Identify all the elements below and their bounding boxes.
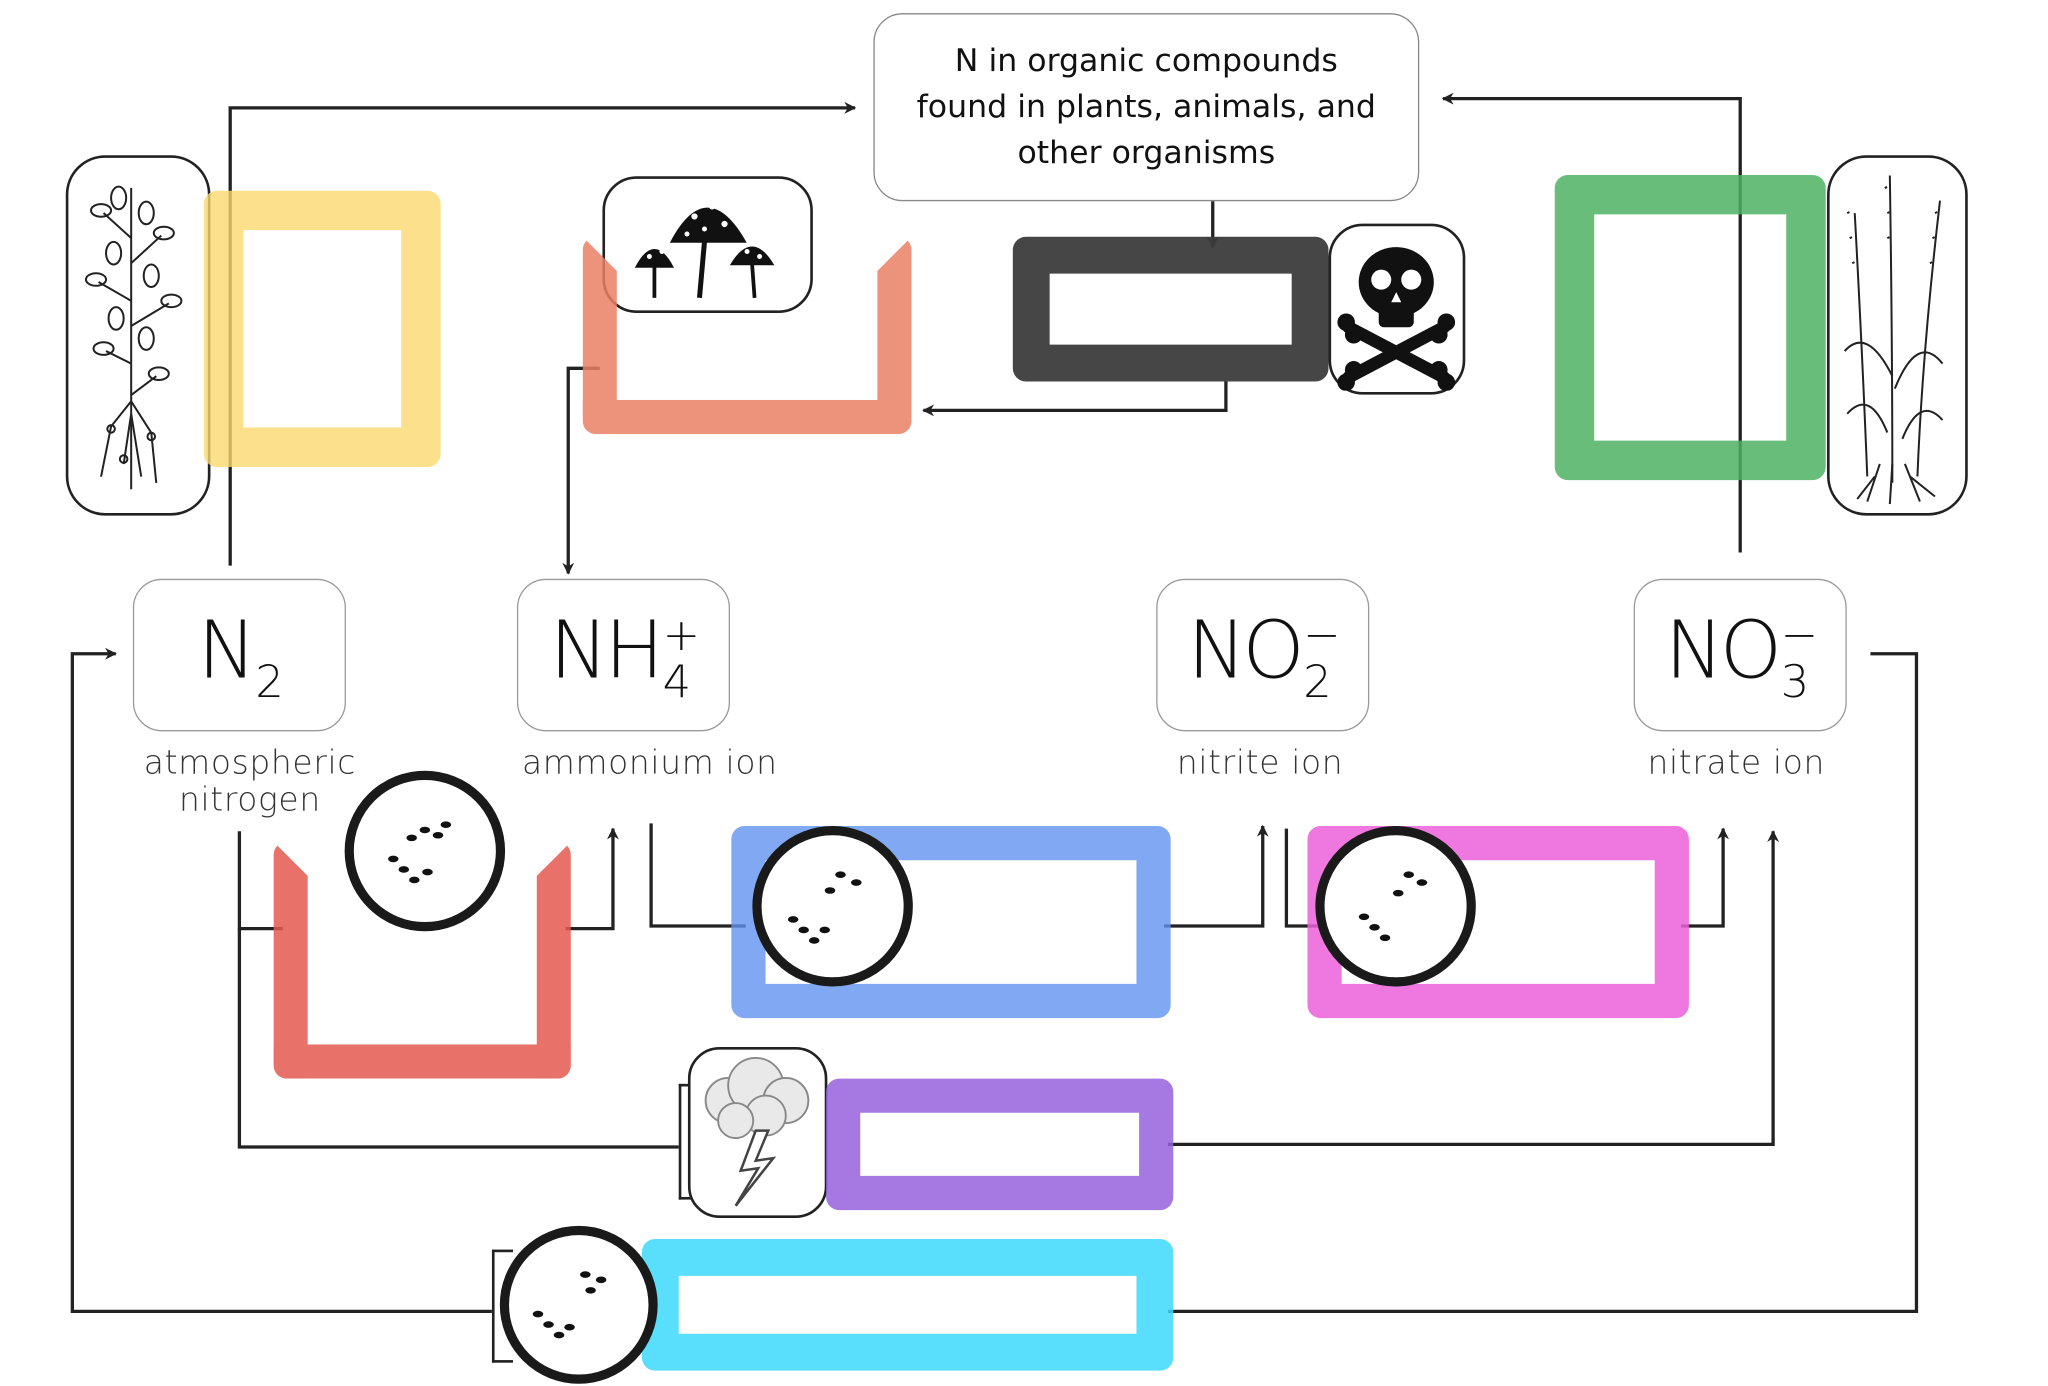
bacteria-icon <box>532 1271 607 1339</box>
nh4-sub: 4 <box>662 656 692 709</box>
no2-caption: nitrite ion <box>1176 743 1344 782</box>
bacteria-circle-nitrifying-2 <box>1315 826 1476 987</box>
mushroom-icon <box>634 203 775 299</box>
lightning-cloud-icon <box>704 1056 810 1207</box>
no2-symbol: NO <box>1187 605 1304 698</box>
no3-to-denitrify-line <box>1168 652 1919 1314</box>
organic-line-1: N in organic compounds <box>954 42 1338 79</box>
n2-caption-line-1: atmospheric <box>143 743 357 782</box>
blank-salmon[interactable] <box>582 236 912 435</box>
no3-caption: nitrate ion <box>1647 743 1825 782</box>
no3-sub: 3 <box>1780 656 1810 709</box>
bacteria-circle-denitrifying <box>499 1225 658 1384</box>
nitrifying-to-no2-arrow <box>1164 824 1269 928</box>
lightning-to-no3-arrow <box>1168 830 1780 1146</box>
organic-line-3: other organisms <box>1017 134 1276 171</box>
blank-red[interactable] <box>273 841 571 1079</box>
no2-sup: − <box>1303 609 1341 662</box>
no2-sub: 2 <box>1303 656 1332 709</box>
mushroom-panel <box>602 176 813 314</box>
blank-cyan[interactable] <box>641 1239 1174 1371</box>
no3-sup: − <box>1780 609 1819 662</box>
n2-node: N 2 <box>132 578 346 732</box>
n2-sub: 2 <box>255 656 284 709</box>
blank-green[interactable] <box>1554 174 1826 481</box>
denitrify-to-n2-arrow <box>70 647 492 1314</box>
bacteria-icon <box>787 871 862 944</box>
nh4-sup: + <box>662 609 701 662</box>
n2-sup <box>255 614 283 659</box>
nh4-node: NH +4 <box>516 578 731 732</box>
no2-node: NO −2 <box>1156 578 1370 732</box>
organic-nitrogen-box: N in organic compounds found in plants, … <box>873 13 1420 202</box>
legume-plant-panel <box>65 155 211 516</box>
skull-panel <box>1328 223 1466 395</box>
n2-caption-line-2: nitrogen <box>178 780 321 819</box>
grass-plant-panel <box>1827 155 1968 516</box>
nh4-to-nitrifying-line <box>649 823 746 928</box>
assimilation-arrow <box>1441 92 1742 553</box>
no3-node: NO −3 <box>1633 578 1847 732</box>
bacteria-icon <box>388 821 452 884</box>
grass-plant-icon <box>1843 175 1944 505</box>
bacteria-circle-fixing <box>344 770 506 932</box>
nitrifying-to-no3-arrow <box>1681 827 1730 928</box>
no3-symbol: NO <box>1664 605 1782 698</box>
fixing-to-nh4-arrow <box>565 827 619 931</box>
nh4-caption: ammonium ion <box>521 743 778 782</box>
bacteria-circle-nitrifying-1 <box>752 826 913 987</box>
legume-plant-icon <box>84 185 183 490</box>
blank-purple[interactable] <box>826 1078 1174 1211</box>
n2-symbol: N <box>197 605 257 698</box>
n2-caption: atmospheric nitrogen <box>125 744 375 818</box>
n2-to-lightning-line <box>237 928 682 1149</box>
blank-dark-gray[interactable] <box>1012 236 1329 382</box>
nh4-symbol: NH <box>549 605 663 698</box>
decomposer-arrow <box>922 381 1228 417</box>
skull-crossbones-icon <box>1337 247 1456 392</box>
blank-yellow[interactable] <box>203 190 441 467</box>
organic-line-2: found in plants, animals, and <box>916 88 1376 125</box>
lightning-panel <box>687 1047 828 1219</box>
blank-blue[interactable] <box>731 826 1171 1019</box>
bacteria-icon <box>1358 871 1428 942</box>
